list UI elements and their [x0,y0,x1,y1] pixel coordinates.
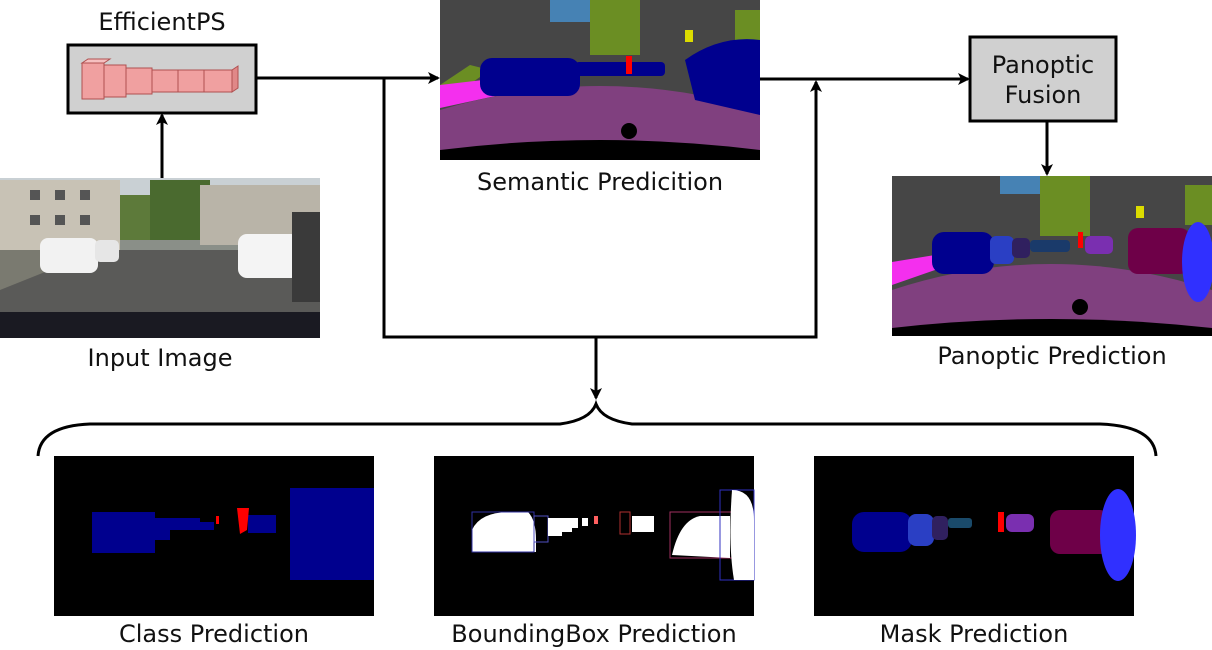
panoptic-prediction-image [892,176,1212,336]
label-panoptic-fusion-line2: Fusion [1004,81,1082,109]
label-panoptic-fusion-line1: Panoptic [991,51,1095,79]
backbone-blocks-icon [80,58,239,100]
semantic-prediction-image [440,0,760,160]
arrow-bypass-to-fusion [382,78,822,339]
label-efficientps: EfficientPS [98,8,226,36]
label-bbox-prediction: BoundingBox Prediction [451,620,737,648]
mask-prediction-image [814,456,1136,616]
input-image [0,178,320,338]
label-class-prediction: Class Prediction [119,620,309,648]
connectors [36,72,1158,457]
panoptic-fusion-box [968,35,1118,123]
label-semantic-prediction: Semantic Predicition [476,168,724,196]
curly-brace [36,399,1158,457]
label-panoptic-fusion: Panoptic Fusion [972,50,1114,110]
bbox-prediction-image [434,456,755,616]
label-mask-prediction: Mask Prediction [879,620,1069,648]
class-prediction-image [54,456,374,616]
label-input-image: Input Image [87,344,233,372]
label-panoptic-prediction: Panoptic Prediction [937,342,1167,370]
